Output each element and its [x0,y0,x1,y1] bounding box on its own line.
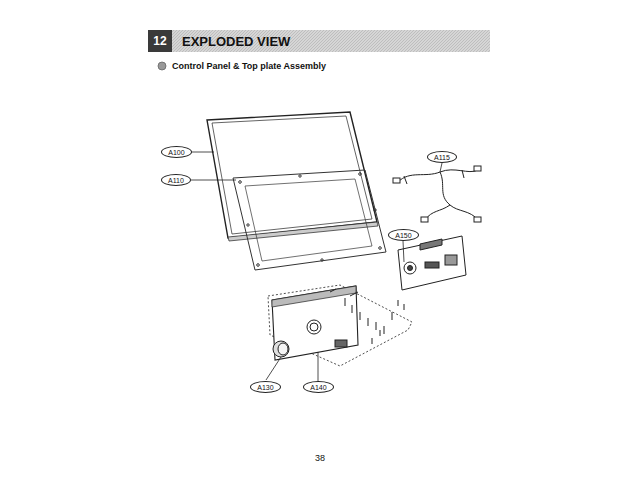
callout-number: A110 [161,174,191,186]
callout-number: A100 [161,146,192,158]
callout-number: A140 [303,381,334,393]
page-title: EXPLODED VIEW [182,34,290,49]
callout-number: A130 [250,381,281,393]
pcb-assembly [398,236,466,290]
bullet [158,62,166,70]
node-text: A110 [168,177,184,184]
subtitle: Control Panel & Top plate Assembly [172,61,326,71]
page-number: 38 [315,453,325,463]
top-plate [207,112,378,241]
node-text: A115 [434,154,450,161]
node-text: A140 [310,384,326,391]
section-number: 12 [148,30,172,52]
node-text: 12 [153,34,166,48]
header-band [148,30,490,52]
callout-number: A115 [427,151,457,163]
node-text: A130 [257,384,273,391]
control-panel [268,285,412,366]
leader-lines [191,152,442,381]
top-plate-frame [233,170,386,270]
callout-number: A150 [388,229,419,241]
node-text: A150 [395,232,411,239]
wire-harness [393,166,481,222]
knob [273,341,289,357]
node-text: A100 [168,149,184,156]
